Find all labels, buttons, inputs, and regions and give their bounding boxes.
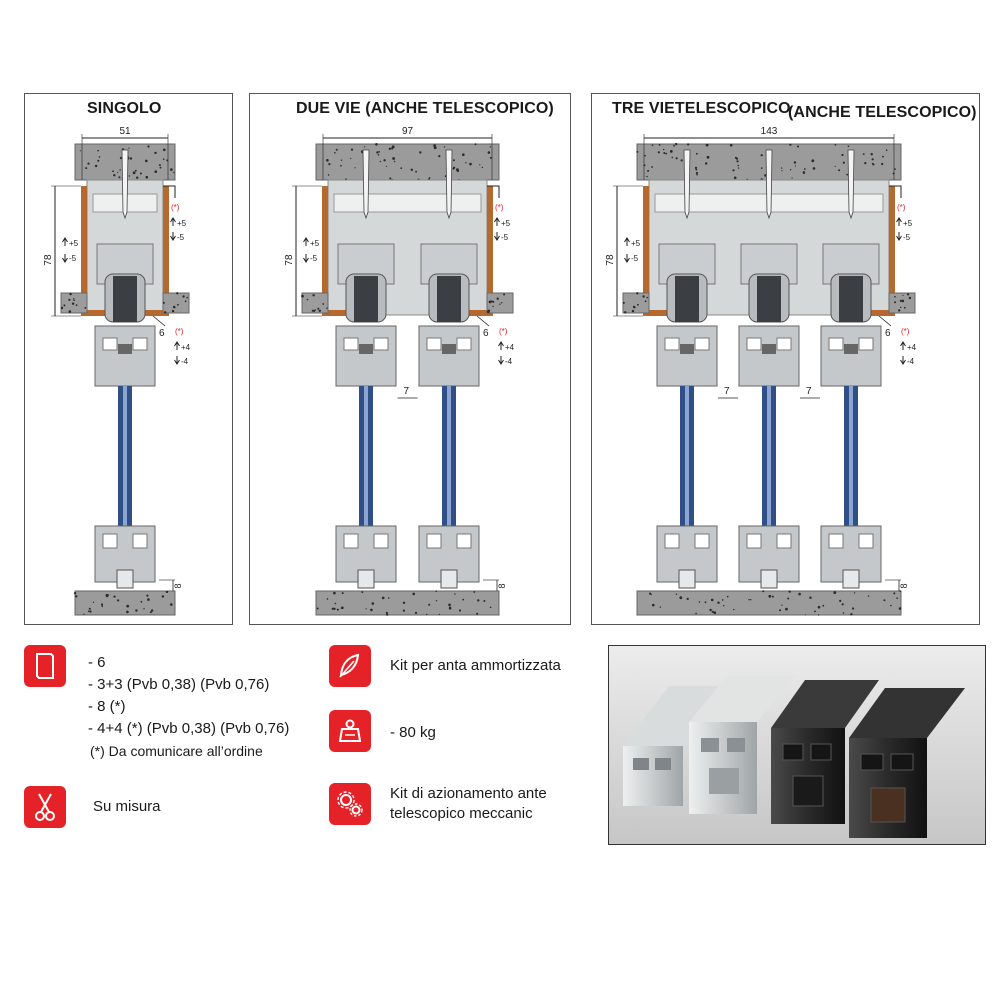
scissors-icon bbox=[24, 786, 66, 828]
adj-bottom-minus: -4 bbox=[181, 357, 189, 366]
spacing-dim-label: 7 bbox=[806, 386, 812, 397]
top-width-label: 143 bbox=[761, 126, 778, 137]
wood-lining-left bbox=[81, 186, 87, 316]
panel-title-suffix: (ANCHE TELESCOPICO) bbox=[788, 104, 977, 121]
adj-top-note: (*) bbox=[897, 203, 906, 212]
wood-lining-left bbox=[643, 186, 649, 316]
adj-bottom-plus: +4 bbox=[181, 343, 191, 352]
glass-note: (*) Da comunicare all’ordine bbox=[90, 743, 263, 759]
floor-guide bbox=[440, 569, 458, 589]
anchor-screw bbox=[683, 149, 691, 220]
top-glass-clamp bbox=[94, 325, 156, 387]
floor-guide bbox=[760, 569, 778, 589]
floor-dim-label: 8 bbox=[497, 583, 507, 588]
weight-icon bbox=[329, 710, 371, 752]
wood-lining-right bbox=[487, 186, 493, 316]
anchor-screw bbox=[847, 149, 855, 220]
custom-size-text: Su misura bbox=[93, 798, 161, 815]
adj-left-plus: +5 bbox=[631, 239, 641, 248]
floor-dim-label: 8 bbox=[173, 583, 183, 588]
gap-dim-label: 6 bbox=[483, 328, 489, 339]
top-width-label: 97 bbox=[402, 126, 414, 137]
adj-bottom-minus: -4 bbox=[907, 357, 915, 366]
diagram-singolo: 51 78 +5 -5 (*) +5 -5 6 (*) +4 -4 8 bbox=[43, 126, 191, 616]
top-width-label: 51 bbox=[119, 126, 131, 137]
panel-singolo: SINGOLO 51 78 +5 -5 (*) +5 -5 6 (*) +4 -4 8 bbox=[24, 93, 233, 625]
glass-thickness-3: - 8 (*) bbox=[88, 698, 126, 715]
panel-tre-vie: TRE VIETELESCOPICO (ANCHE TELESCOPICO) 1… bbox=[591, 93, 980, 625]
floor-dim-label: 8 bbox=[899, 583, 909, 588]
damper-kit-text: Kit per anta ammortizzata bbox=[390, 657, 561, 674]
telescopic-kit-text-2: telescopico meccanic bbox=[390, 805, 533, 822]
floor-guide bbox=[116, 569, 134, 589]
floor-guide bbox=[678, 569, 696, 589]
gears-icon bbox=[329, 783, 371, 825]
adj-left-plus: +5 bbox=[310, 239, 320, 248]
anchor-screw bbox=[121, 149, 129, 220]
glass-pane-icon bbox=[24, 645, 66, 687]
adj-bottom-minus: -4 bbox=[505, 357, 513, 366]
floor-slab bbox=[315, 590, 500, 616]
panel-title: DUE VIE (ANCHE TELESCOPICO) bbox=[296, 100, 554, 117]
glass-thickness-1: - 6 bbox=[88, 654, 106, 671]
top-glass-clamp bbox=[335, 325, 397, 387]
adj-top-minus: -5 bbox=[177, 233, 185, 242]
adj-top-minus: -5 bbox=[501, 233, 509, 242]
adj-top-plus: +5 bbox=[501, 219, 511, 228]
height-dim-label: 78 bbox=[605, 254, 616, 266]
top-glass-clamp bbox=[738, 325, 800, 387]
feather-icon bbox=[329, 645, 371, 687]
adj-bottom-note: (*) bbox=[175, 327, 184, 336]
spacing-dim-label: 7 bbox=[724, 386, 730, 397]
anchor-screw bbox=[765, 149, 773, 220]
adj-bottom-note: (*) bbox=[901, 327, 910, 336]
wood-lining-right bbox=[889, 186, 895, 316]
ceiling-slab bbox=[315, 143, 500, 181]
adj-bottom-note: (*) bbox=[499, 327, 508, 336]
height-dim-label: 78 bbox=[284, 254, 295, 266]
false-ceiling-right bbox=[888, 292, 916, 314]
floor-slab bbox=[636, 590, 902, 616]
profiles-photo bbox=[608, 645, 986, 845]
adj-top-note: (*) bbox=[171, 203, 180, 212]
gap-dim-label: 6 bbox=[885, 328, 891, 339]
adj-top-plus: +5 bbox=[177, 219, 187, 228]
top-glass-clamp bbox=[656, 325, 718, 387]
floor-guide bbox=[357, 569, 375, 589]
adj-left-minus: -5 bbox=[631, 254, 639, 263]
spacing-dim-label: 7 bbox=[404, 386, 410, 397]
false-ceiling-left bbox=[622, 292, 650, 314]
floor-guide bbox=[842, 569, 860, 589]
false-ceiling-right bbox=[162, 292, 190, 314]
max-weight-text: - 80 kg bbox=[390, 724, 436, 741]
gap-dim-label: 6 bbox=[159, 328, 165, 339]
anchor-screw bbox=[362, 149, 370, 220]
panel-title: TRE VIETELESCOPICO bbox=[612, 100, 791, 117]
false-ceiling-right bbox=[486, 292, 514, 314]
wood-lining-right bbox=[163, 186, 169, 316]
adj-top-minus: -5 bbox=[903, 233, 911, 242]
floor-slab bbox=[74, 590, 176, 616]
false-ceiling-left bbox=[301, 292, 329, 314]
adj-left-plus: +5 bbox=[69, 239, 79, 248]
top-glass-clamp bbox=[820, 325, 882, 387]
panel-title: SINGOLO bbox=[87, 100, 162, 117]
adj-bottom-plus: +4 bbox=[907, 343, 917, 352]
adj-top-plus: +5 bbox=[903, 219, 913, 228]
glass-thickness-2: - 3+3 (Pvb 0,38) (Pvb 0,76) bbox=[88, 676, 270, 693]
adj-top-note: (*) bbox=[495, 203, 504, 212]
anchor-screw bbox=[445, 149, 453, 220]
telescopic-kit-text-1: Kit di azionamento ante bbox=[390, 785, 547, 802]
height-dim-label: 78 bbox=[43, 254, 54, 266]
adj-bottom-plus: +4 bbox=[505, 343, 515, 352]
glass-thickness-4: - 4+4 (*) (Pvb 0,38) (Pvb 0,76) bbox=[88, 720, 290, 737]
wood-lining-left bbox=[322, 186, 328, 316]
top-glass-clamp bbox=[418, 325, 480, 387]
adj-left-minus: -5 bbox=[69, 254, 77, 263]
adj-left-minus: -5 bbox=[310, 254, 318, 263]
